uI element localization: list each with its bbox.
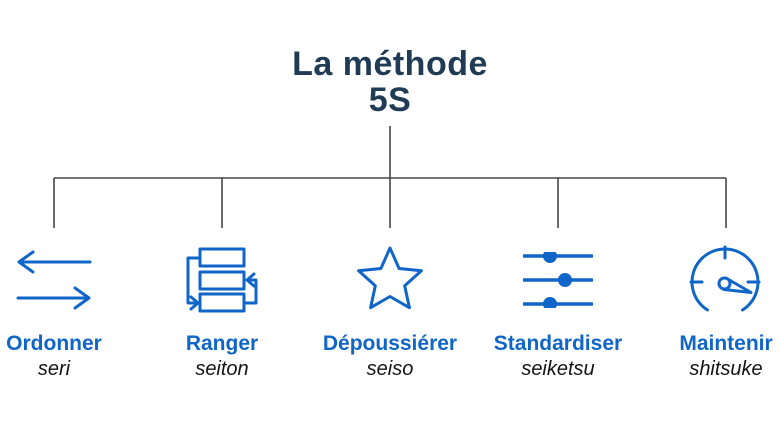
gauge-icon [688,244,764,316]
item-romaji-shitsuke: shitsuke [689,358,763,380]
item-name-standardiser: Standardiser [493,332,623,355]
sliders-icon [523,244,593,316]
branch-depoussierer: Dépoussiérer seiso [302,244,478,381]
item-romaji-seiton: seiton [195,358,249,380]
branch-ordonner: Ordonner seri [0,244,142,381]
item-romaji-seri: seri [37,358,71,380]
star-icon [355,244,425,316]
item-name-ranger: Ranger [185,332,259,355]
diagram-title-line2: 5S [368,81,412,119]
item-romaji-seiso: seiso [366,358,414,380]
branch-maintenir: Maintenir shitsuke [638,244,780,381]
item-name-ordonner: Ordonner [6,332,102,355]
diagram-title: La méthode 5S [0,46,780,118]
item-name-maintenir: Maintenir [679,332,773,355]
item-name-depoussierer: Dépoussiérer [322,332,458,355]
reorder-stack-icon [186,244,258,316]
diagram-title-line1: La méthode [292,45,488,83]
branch-ranger: Ranger seiton [134,244,310,381]
branch-standardiser: Standardiser seiketsu [470,244,646,381]
item-romaji-seiketsu: seiketsu [521,358,595,380]
transfer-arrows-icon [14,244,94,316]
